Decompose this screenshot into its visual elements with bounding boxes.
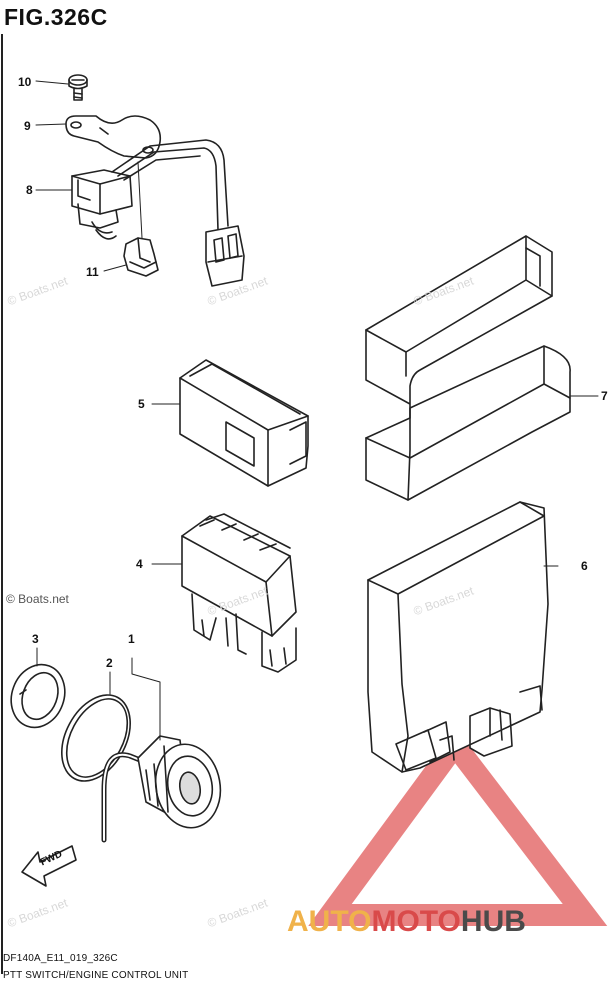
- automotohub-logo: AUTOMOTOHUB: [287, 905, 526, 939]
- part-9-bracket: [65, 115, 162, 159]
- callout-2: 2: [106, 656, 113, 670]
- callout-9: 9: [24, 119, 31, 133]
- logo-part-auto: AUTO: [287, 905, 372, 938]
- part-4-module: [181, 513, 297, 673]
- fwd-arrow-icon: [21, 845, 77, 887]
- part-7-frame: [365, 235, 571, 501]
- figure-title: FIG.326C: [4, 4, 108, 30]
- diagram-caption: PTT SWITCH/ENGINE CONTROL UNIT: [3, 970, 189, 981]
- callout-1: 1: [128, 632, 135, 646]
- callout-11: 11: [86, 265, 99, 279]
- part-11-clip: [123, 161, 159, 277]
- part-10-screw: [68, 74, 88, 101]
- part-3-ring: [10, 663, 66, 729]
- callout-8: 8: [26, 183, 33, 197]
- callout-10: 10: [18, 75, 32, 89]
- callout-7: 7: [601, 389, 608, 403]
- frame-left-border: [1, 34, 3, 974]
- part-2-o-ring: [61, 694, 131, 782]
- leader-lines: [35, 80, 599, 741]
- watermark-triangle: [308, 726, 608, 926]
- callout-6: 6: [581, 559, 588, 573]
- part-5-cover: [179, 359, 309, 487]
- callout-4: 4: [136, 557, 143, 571]
- callout-3: 3: [32, 632, 39, 646]
- watermark-boats-strong: © Boats.net: [6, 592, 69, 606]
- logo-part-hub: HUB: [460, 905, 526, 938]
- callout-5: 5: [138, 397, 145, 411]
- logo-part-moto: MOTO: [371, 905, 461, 938]
- part-1-switch-assembly: [101, 735, 222, 843]
- part-8-ptt-switch: [71, 139, 245, 287]
- part-6-ecu: [367, 501, 549, 773]
- diagram-code: DF140A_E11_019_326C: [3, 953, 118, 964]
